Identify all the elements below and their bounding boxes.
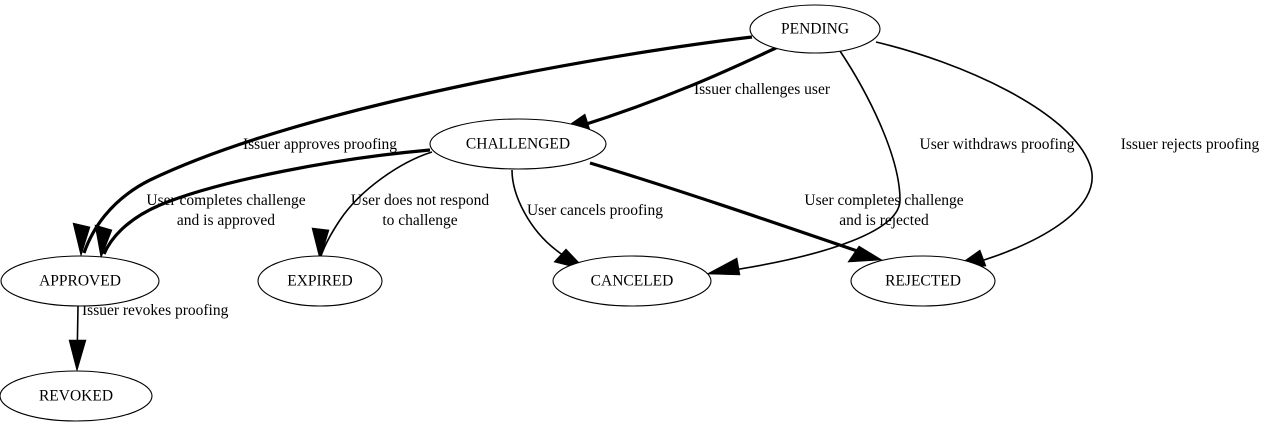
node-approved[interactable]: APPROVED	[0, 255, 160, 307]
edge-label-user-completes-challenge-rejected-line1: User completes challenge	[804, 192, 963, 209]
node-rejected-ellipse[interactable]	[850, 255, 996, 307]
edge-label-issuer-approves-proofing: Issuer approves proofing	[243, 136, 397, 153]
edge-challenged-rejected: User completes challenge and is rejected	[589, 161, 964, 263]
edge-challenged-expired-path	[320, 151, 433, 257]
edge-challenged-rejected-arrowhead	[847, 245, 883, 263]
edge-pending-canceled-path	[719, 50, 901, 273]
edge-pending-rejected: Issuer rejects proofing	[875, 41, 1260, 270]
node-expired-ellipse[interactable]	[257, 255, 383, 307]
edge-challenged-approved-path	[102, 148, 431, 255]
edge-pending-canceled: User withdraws proofing	[705, 50, 1075, 276]
node-revoked-ellipse[interactable]	[0, 370, 153, 422]
edge-label-user-withdraws-proofing: User withdraws proofing	[920, 136, 1075, 153]
node-challenged[interactable]: CHALLENGED	[429, 118, 607, 170]
edge-challenged-expired-arrowhead	[311, 227, 330, 262]
edge-pending-rejected-path	[875, 41, 1093, 266]
edge-label-user-completes-challenge-approved-line1: User completes challenge	[146, 192, 305, 209]
node-revoked[interactable]: REVOKED	[0, 370, 153, 422]
edge-challenged-approved: User completes challenge and is approved	[94, 148, 431, 260]
node-canceled-label: CANCELED	[591, 273, 674, 290]
edge-approved-revoked: Issuer revokes proofing	[68, 302, 229, 373]
node-expired[interactable]: EXPIRED	[257, 255, 383, 307]
node-pending[interactable]: PENDING	[749, 4, 881, 54]
node-canceled-ellipse[interactable]	[552, 255, 712, 307]
edge-challenged-rejected-path	[589, 161, 867, 256]
edge-challenged-expired: User does not respond to challenge	[311, 151, 489, 262]
node-revoked-label: REVOKED	[39, 388, 113, 405]
node-approved-ellipse[interactable]	[0, 255, 160, 307]
edge-pending-challenged-path	[573, 45, 779, 130]
edge-pending-approved: Issuer approves proofing	[72, 35, 753, 258]
node-challenged-label: CHALLENGED	[466, 136, 570, 153]
node-pending-label: PENDING	[781, 21, 849, 38]
edge-label-issuer-rejects-proofing: Issuer rejects proofing	[1121, 136, 1260, 153]
edge-label-issuer-revokes-proofing: Issuer revokes proofing	[82, 302, 229, 319]
edge-label-user-does-not-respond-line1: User does not respond	[351, 192, 489, 209]
edge-pending-approved-path	[82, 35, 753, 254]
edge-label-user-does-not-respond-line2: to challenge	[382, 212, 457, 229]
edge-challenged-canceled: User cancels proofing	[511, 169, 663, 271]
node-expired-label: EXPIRED	[287, 273, 352, 290]
edge-label-issuer-challenges-user: Issuer challenges user	[694, 81, 831, 98]
edge-pending-approved-arrowhead	[72, 222, 91, 258]
edge-label-user-completes-challenge-rejected-line2: and is rejected	[839, 212, 929, 229]
node-rejected-label: REJECTED	[885, 273, 961, 290]
edge-pending-canceled-arrowhead	[705, 257, 741, 276]
edge-challenged-approved-arrowhead	[94, 224, 113, 260]
node-challenged-ellipse[interactable]	[429, 118, 607, 170]
node-pending-ellipse[interactable]	[749, 4, 881, 54]
edge-label-user-cancels-proofing: User cancels proofing	[527, 202, 663, 219]
node-rejected[interactable]: REJECTED	[850, 255, 996, 307]
node-canceled[interactable]: CANCELED	[552, 255, 712, 307]
edge-approved-revoked-arrowhead	[68, 339, 87, 373]
edge-label-user-completes-challenge-approved-line2: and is approved	[177, 212, 275, 229]
node-approved-label: APPROVED	[39, 273, 121, 290]
